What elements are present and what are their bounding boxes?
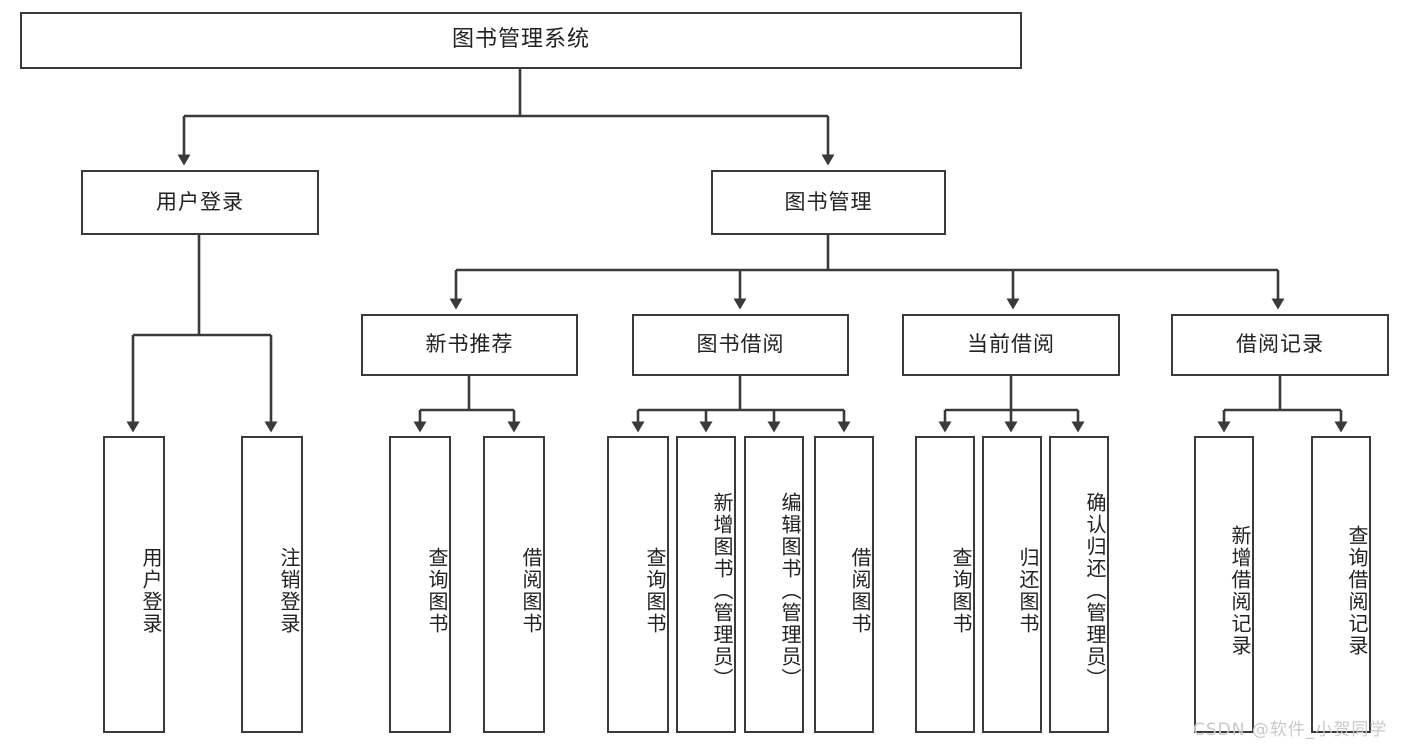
node-root-label: 图书管理系统 (451, 27, 590, 53)
node-book-borrow[interactable]: 图书借阅 (632, 314, 849, 376)
node-book-management-label: 图书管理 (784, 189, 873, 214)
leaf-confirm-return-admin-label: 确认归还（管理员） (1083, 491, 1107, 690)
leaf-user-login-label: 用户登录 (139, 546, 163, 635)
node-new-book-recommend-label: 新书推荐 (425, 332, 514, 357)
leaf-return-book-label: 归还图书 (1016, 546, 1040, 635)
leaf-edit-book-admin-label: 编辑图书（管理员） (778, 491, 802, 690)
leaf-logout[interactable]: 注销登录 (241, 436, 303, 733)
node-user-login-label: 用户登录 (156, 189, 244, 214)
leaf-borrow-book[interactable]: 借阅图书 (814, 436, 874, 733)
leaf-user-login[interactable]: 用户登录 (103, 436, 165, 733)
leaf-query-borrow-record-label: 查询借阅记录 (1345, 524, 1369, 657)
leaf-add-borrow-record[interactable]: 新增借阅记录 (1194, 436, 1254, 733)
node-root[interactable]: 图书管理系统 (20, 12, 1022, 69)
leaf-query-book-recommend-label: 查询图书 (425, 546, 449, 635)
node-user-login[interactable]: 用户登录 (81, 170, 319, 235)
leaf-query-book-current-label: 查询图书 (949, 546, 973, 635)
leaf-query-book-borrow[interactable]: 查询图书 (607, 436, 669, 733)
node-borrow-record[interactable]: 借阅记录 (1171, 314, 1389, 376)
leaf-confirm-return-admin[interactable]: 确认归还（管理员） (1049, 436, 1109, 733)
node-current-borrow[interactable]: 当前借阅 (902, 314, 1120, 376)
leaf-edit-book-admin[interactable]: 编辑图书（管理员） (744, 436, 804, 733)
leaf-query-borrow-record[interactable]: 查询借阅记录 (1311, 436, 1371, 733)
node-current-borrow-label: 当前借阅 (967, 332, 1055, 357)
node-borrow-record-label: 借阅记录 (1236, 332, 1324, 357)
node-new-book-recommend[interactable]: 新书推荐 (361, 314, 578, 376)
leaf-logout-label: 注销登录 (277, 546, 301, 635)
node-book-management[interactable]: 图书管理 (711, 170, 946, 235)
leaf-query-book-current[interactable]: 查询图书 (915, 436, 975, 733)
leaf-add-book-admin[interactable]: 新增图书（管理员） (676, 436, 736, 733)
leaf-query-book-recommend[interactable]: 查询图书 (389, 436, 451, 733)
leaf-borrow-book-label: 借阅图书 (848, 546, 872, 635)
leaf-borrow-book-recommend[interactable]: 借阅图书 (483, 436, 545, 733)
leaf-add-book-admin-label: 新增图书（管理员） (710, 491, 734, 690)
node-book-borrow-label: 图书借阅 (696, 332, 785, 357)
leaf-return-book[interactable]: 归还图书 (982, 436, 1042, 733)
leaf-add-borrow-record-label: 新增借阅记录 (1228, 524, 1252, 657)
leaf-borrow-book-recommend-label: 借阅图书 (519, 546, 543, 635)
leaf-query-book-borrow-label: 查询图书 (643, 546, 667, 635)
